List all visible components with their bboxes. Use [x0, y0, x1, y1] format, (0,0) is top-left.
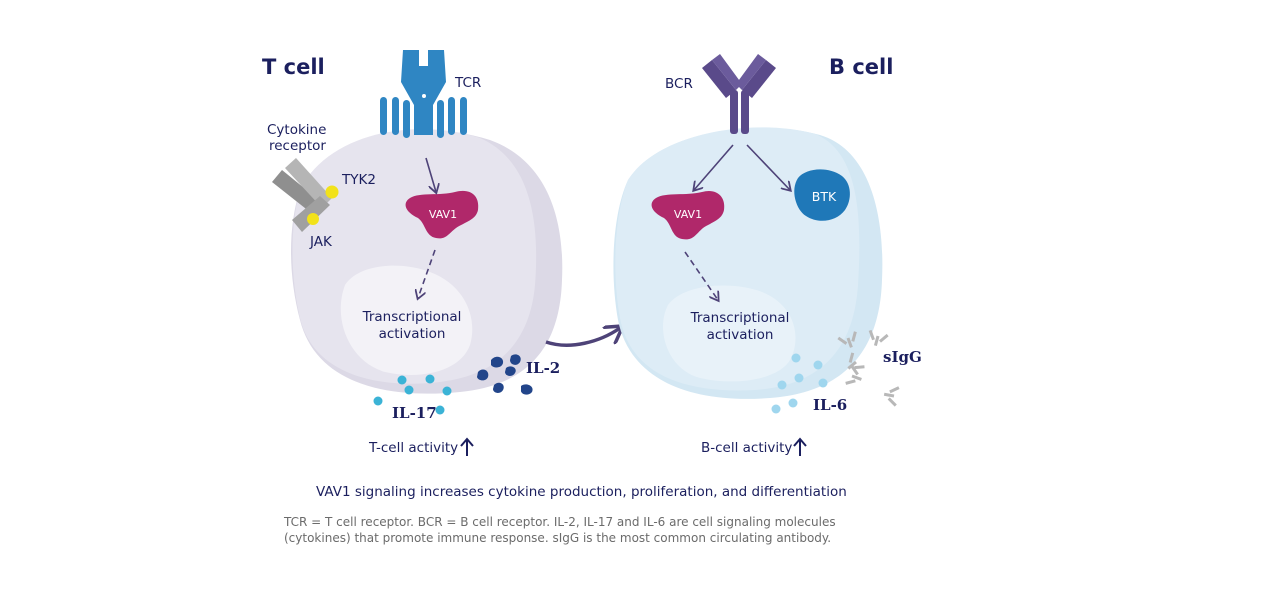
summary-caption: VAV1 signaling increases cytokine produc…: [316, 484, 847, 500]
t-vav1-to-nucleus-arrow: [418, 249, 436, 298]
b-vav1-label: VAV1: [674, 208, 702, 221]
t-vav1-icon: [405, 190, 479, 239]
b-vav1-icon: [651, 190, 725, 240]
tcr-label: TCR: [454, 75, 481, 91]
il2-cytokines: [477, 354, 533, 395]
sigg-label: sIgG: [883, 348, 922, 366]
bcr-receptor-icon: [702, 54, 776, 134]
il2-label: IL-2: [526, 359, 560, 377]
b-cell-nucleus: [663, 285, 796, 382]
il6-label: IL-6: [813, 396, 847, 414]
bcr-label: BCR: [665, 76, 693, 92]
b-transcription-label-line1: Transcriptional: [690, 310, 790, 326]
cytokine-receptor-icon: [272, 158, 339, 232]
tcr-to-vav1-arrow: [425, 157, 436, 192]
t-cell-activity-label: T-cell activity: [368, 440, 458, 456]
jak-label: JAK: [309, 234, 333, 250]
b-transcription-label-line2: activation: [707, 327, 774, 343]
tcr-receptor-icon: [380, 50, 467, 138]
footnote: TCR = T cell receptor. BCR = B cell rece…: [284, 514, 1004, 546]
t-transcription-label-line2: activation: [379, 326, 446, 342]
cytokine-receptor-label-line1: Cytokine: [267, 122, 326, 138]
jak-icon: [307, 213, 319, 225]
il17-label: IL-17: [392, 404, 437, 422]
btk-label: BTK: [812, 189, 837, 204]
t-cell: T cell TCR Cytokine receptor TYK2 JAK VA…: [262, 50, 563, 456]
t-cell-title: T cell: [262, 55, 325, 79]
t-transcription-label-line1: Transcriptional: [362, 309, 462, 325]
bcr-to-btk-arrow: [746, 144, 790, 190]
il17-cytokines: [373, 374, 452, 415]
sigg-antibodies-icon: [837, 329, 900, 407]
footnote-line1: TCR = T cell receptor. BCR = B cell rece…: [284, 515, 836, 529]
b-cell-activity-label: B-cell activity: [701, 440, 792, 456]
t-cell-nucleus: [340, 265, 473, 375]
btk-icon: [794, 169, 850, 221]
t-cell-activity-up-arrow-icon: [460, 437, 474, 456]
bcr-to-vav1-arrow: [694, 144, 734, 190]
b-cell-title: B cell: [829, 55, 893, 79]
t-vav1-label: VAV1: [429, 208, 457, 221]
tyk2-label: TYK2: [341, 172, 376, 188]
b-cell: B cell BCR VAV1 BTK Transcriptional acti…: [613, 54, 922, 456]
cytokine-receptor-label-line2: receptor: [269, 138, 326, 154]
t-to-b-cell-arrow: [545, 328, 620, 347]
footnote-line2: (cytokines) that promote immune response…: [284, 531, 832, 545]
b-cell-activity-up-arrow-icon: [793, 437, 807, 456]
tyk2-icon: [325, 185, 339, 199]
il6-cytokines: [771, 353, 828, 414]
